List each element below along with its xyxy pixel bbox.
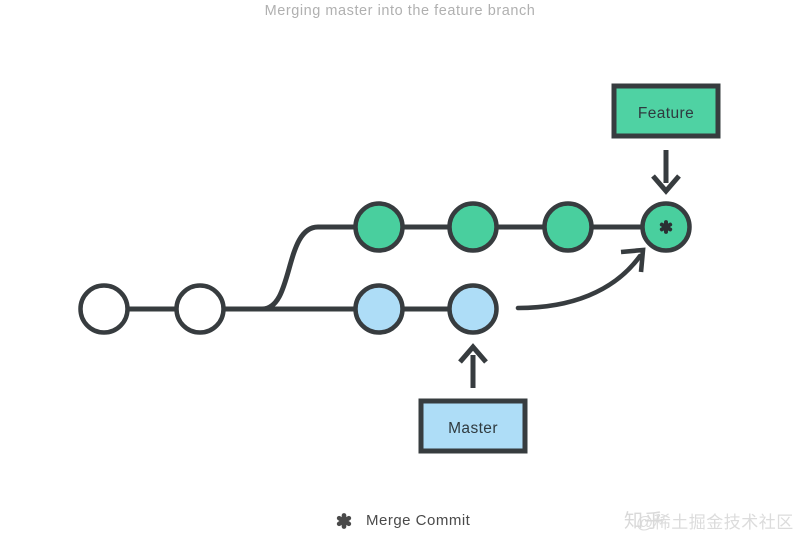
page-title: Merging master into the feature branch <box>264 3 536 19</box>
fork-curve-path <box>259 224 382 312</box>
master-arrow-head <box>458 343 488 364</box>
watermark-juejin: @稀土掘金技术社区 <box>636 513 794 532</box>
feature-commit-nodes <box>353 201 692 253</box>
commit-node-master-2[interactable] <box>174 283 226 335</box>
merge-commit-asterisk-icon <box>335 513 353 529</box>
master-label-box[interactable]: Master <box>418 398 528 454</box>
feature-box-rect <box>611 83 721 139</box>
feature-down-arrow <box>651 150 681 195</box>
merge-direction-arrow <box>515 247 646 311</box>
master-box-rect <box>418 398 528 454</box>
master-up-arrow <box>458 343 488 388</box>
merge-arrow-curve <box>515 253 643 311</box>
feature-label-box[interactable]: Feature <box>611 83 721 139</box>
commit-node-feature-3[interactable] <box>542 201 594 253</box>
watermark-zhihu: 知乎 <box>624 511 665 532</box>
feature-box-label: Feature <box>638 105 694 122</box>
master-commit-nodes <box>78 283 499 335</box>
commit-node-feature-2[interactable] <box>447 201 499 253</box>
feature-branch-fork-curve <box>259 224 382 312</box>
feature-arrow-head <box>651 174 681 195</box>
merge-arrow-head <box>620 247 646 273</box>
commit-node-master-1[interactable] <box>78 283 130 335</box>
legend-merge-commit-label: Merge Commit <box>366 512 471 529</box>
commit-node-master-4[interactable] <box>447 283 499 335</box>
master-box-label: Master <box>448 420 498 437</box>
legend-merge-commit-icon <box>335 513 353 529</box>
commit-node-feature-1[interactable] <box>353 201 405 253</box>
commit-node-master-3[interactable] <box>353 283 405 335</box>
merge-commit-node[interactable] <box>640 201 692 253</box>
